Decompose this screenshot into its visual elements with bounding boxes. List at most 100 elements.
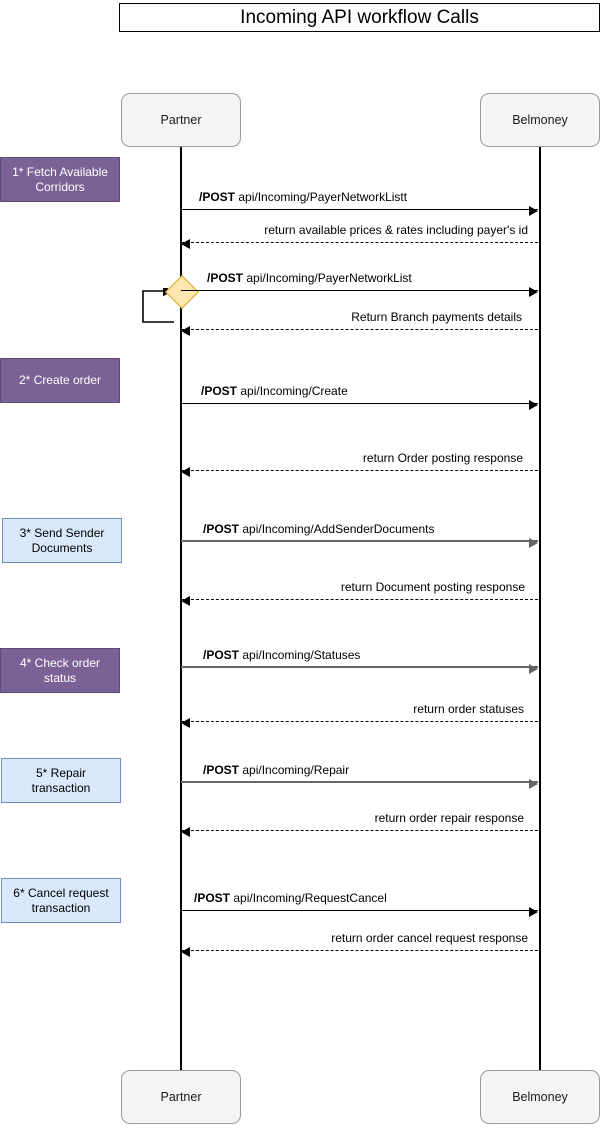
arrowhead-left-icon <box>181 325 190 336</box>
message-path: api/Incoming/Repair <box>239 763 350 777</box>
message-line <box>181 910 538 911</box>
message-path: api/Incoming/Statuses <box>239 648 361 662</box>
step-label: 2* Create order <box>18 373 102 387</box>
message-line <box>181 781 538 783</box>
arrowhead-right-icon <box>529 399 538 410</box>
diagram-title-box: Incoming API workflow Calls <box>119 3 600 32</box>
message-path: return Order posting response <box>362 451 523 465</box>
message-line <box>181 599 538 600</box>
lifeline-belmoney <box>539 147 541 1070</box>
participant-label: Partner <box>160 1090 202 1104</box>
message-label: return order repair response <box>375 811 524 825</box>
message-path: return order repair response <box>374 811 524 825</box>
message-path: return Document posting response <box>340 580 525 594</box>
message-verb: /POST <box>194 891 231 905</box>
message-label: /POST api/Incoming/PayerNetworkList <box>207 271 412 285</box>
message-9-request[interactable]: /POST api/Incoming/Statuses <box>181 640 538 674</box>
message-11-request[interactable]: /POST api/Incoming/Repair <box>181 755 538 789</box>
step-label: 6* Cancel request transaction <box>13 885 109 915</box>
message-line <box>181 329 538 330</box>
arrowhead-left-icon <box>181 717 190 728</box>
participant-label: Belmoney <box>512 1090 568 1104</box>
message-verb: /POST <box>203 763 240 777</box>
message-label: return Document posting response <box>341 580 525 594</box>
message-1-request[interactable]: /POST api/Incoming/PayerNetworkListt <box>181 182 538 216</box>
page-title: Incoming API workflow Calls <box>240 7 479 28</box>
message-7-request[interactable]: /POST api/Incoming/AddSenderDocuments <box>181 514 538 548</box>
participant-belmoney-top[interactable]: Belmoney <box>480 93 600 147</box>
message-path: return order statuses <box>413 702 524 716</box>
arrowhead-left-icon <box>181 466 190 477</box>
message-10-response[interactable]: return order statuses <box>181 694 538 728</box>
participant-partner-top[interactable]: Partner <box>121 93 241 147</box>
message-verb: /POST <box>207 271 244 285</box>
message-path: Return Branch payments details <box>351 310 522 324</box>
message-label: return order statuses <box>413 702 524 716</box>
message-label: return Order posting response <box>363 451 523 465</box>
message-2-response[interactable]: return available prices & rates includin… <box>181 215 538 249</box>
message-12-response[interactable]: return order repair response <box>181 803 538 837</box>
message-path: api/Incoming/AddSenderDocuments <box>239 522 435 536</box>
arrowhead-right-icon <box>529 205 538 216</box>
step-box-5[interactable]: 5* Repair transaction <box>1 758 121 803</box>
message-label: return available prices & rates includin… <box>264 223 528 237</box>
message-label: /POST api/Incoming/AddSenderDocuments <box>203 522 434 536</box>
step-label: 3* Send Sender Documents <box>19 525 105 555</box>
message-label: /POST api/Incoming/PayerNetworkListt <box>199 190 407 204</box>
message-label: return order cancel request response <box>331 931 528 945</box>
message-4-response[interactable]: Return Branch payments details <box>181 302 538 336</box>
step-box-3[interactable]: 3* Send Sender Documents <box>2 518 122 563</box>
message-path: api/Incoming/RequestCancel <box>230 891 387 905</box>
message-label: /POST api/Incoming/RequestCancel <box>194 891 387 905</box>
arrowhead-left-icon <box>181 946 190 957</box>
step-box-2[interactable]: 2* Create order <box>0 358 120 403</box>
arrowhead-right-icon <box>529 286 538 297</box>
message-8-response[interactable]: return Document posting response <box>181 572 538 606</box>
lifeline-partner <box>180 147 182 1070</box>
participant-partner-bottom[interactable]: Partner <box>121 1070 241 1124</box>
message-label: /POST api/Incoming/Statuses <box>203 648 360 662</box>
step-box-1[interactable]: 1* Fetch Available Corridors <box>0 157 120 202</box>
message-verb: /POST <box>203 522 240 536</box>
participant-belmoney-bottom[interactable]: Belmoney <box>480 1070 600 1124</box>
message-label: /POST api/Incoming/Repair <box>203 763 349 777</box>
message-6-response[interactable]: return Order posting response <box>181 443 538 477</box>
arrowhead-right-icon <box>529 537 538 548</box>
message-14-response[interactable]: return order cancel request response <box>181 923 538 957</box>
message-line <box>181 242 538 243</box>
message-line <box>181 830 538 831</box>
participant-label: Partner <box>160 113 202 127</box>
message-5-request[interactable]: /POST api/Incoming/Create <box>181 376 538 410</box>
message-line <box>181 666 538 668</box>
message-path: api/Incoming/PayerNetworkListt <box>235 190 408 204</box>
arrowhead-left-icon <box>181 595 190 606</box>
arrowhead-right-icon <box>529 778 538 789</box>
message-path: return order cancel request response <box>331 931 528 945</box>
message-path: return available prices & rates includin… <box>264 223 528 237</box>
message-3-request[interactable]: /POST api/Incoming/PayerNetworkList <box>181 263 538 297</box>
arrowhead-left-icon <box>181 826 190 837</box>
message-line <box>181 470 538 471</box>
step-box-6[interactable]: 6* Cancel request transaction <box>1 878 121 923</box>
message-line <box>181 721 538 722</box>
arrowhead-right-icon <box>529 906 538 917</box>
message-line <box>181 290 538 291</box>
message-path: api/Incoming/Create <box>237 384 348 398</box>
message-verb: /POST <box>201 384 238 398</box>
step-label: 4* Check order status <box>19 655 101 685</box>
message-path: api/Incoming/PayerNetworkList <box>243 271 412 285</box>
message-line <box>181 403 538 404</box>
step-label: 5* Repair transaction <box>31 765 91 795</box>
message-label: Return Branch payments details <box>351 310 522 324</box>
arrowhead-right-icon <box>529 663 538 674</box>
step-box-4[interactable]: 4* Check order status <box>0 648 120 693</box>
participant-label: Belmoney <box>512 113 568 127</box>
message-13-request[interactable]: /POST api/Incoming/RequestCancel <box>181 883 538 917</box>
message-line <box>181 540 538 542</box>
message-verb: /POST <box>203 648 240 662</box>
message-verb: /POST <box>199 190 236 204</box>
message-line <box>181 209 538 210</box>
message-label: /POST api/Incoming/Create <box>201 384 348 398</box>
message-line <box>181 950 538 951</box>
